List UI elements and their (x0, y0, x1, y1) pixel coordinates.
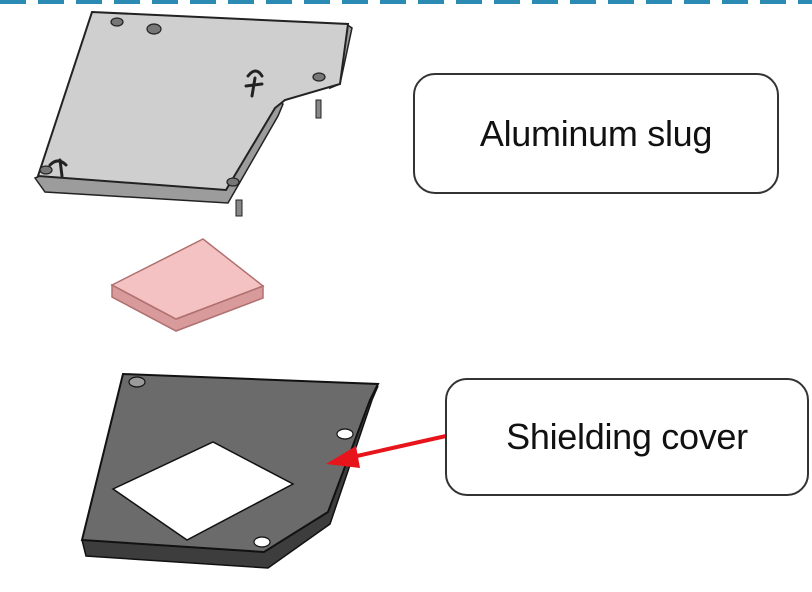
slug-hole (146, 23, 162, 35)
thermal-pad-part (110, 238, 265, 332)
aluminum-slug-part (33, 10, 353, 217)
slug-hole (226, 177, 240, 187)
cover-cutout-window (111, 441, 295, 541)
callout-aluminum-slug: Aluminum slug (413, 73, 779, 194)
cover-hole (128, 376, 146, 388)
label-aluminum-slug: Aluminum slug (479, 112, 713, 154)
slug-hole (110, 17, 124, 27)
cover-pointer-arrow (326, 434, 447, 468)
slug-screw-mark (48, 158, 68, 178)
slug-hole (39, 165, 53, 175)
slug-screw-mark (244, 69, 264, 98)
label-shielding-cover: Shielding cover (506, 416, 748, 457)
cover-hole (253, 536, 271, 548)
pad-top-face (110, 238, 265, 320)
slug-pin (235, 199, 243, 217)
callout-shielding-cover: Shielding cover (445, 378, 809, 496)
shielding-cover-part (80, 372, 380, 569)
slug-top-face (36, 10, 350, 192)
slug-pin (315, 99, 322, 119)
cover-hole (336, 428, 354, 440)
slug-hole (312, 72, 326, 82)
